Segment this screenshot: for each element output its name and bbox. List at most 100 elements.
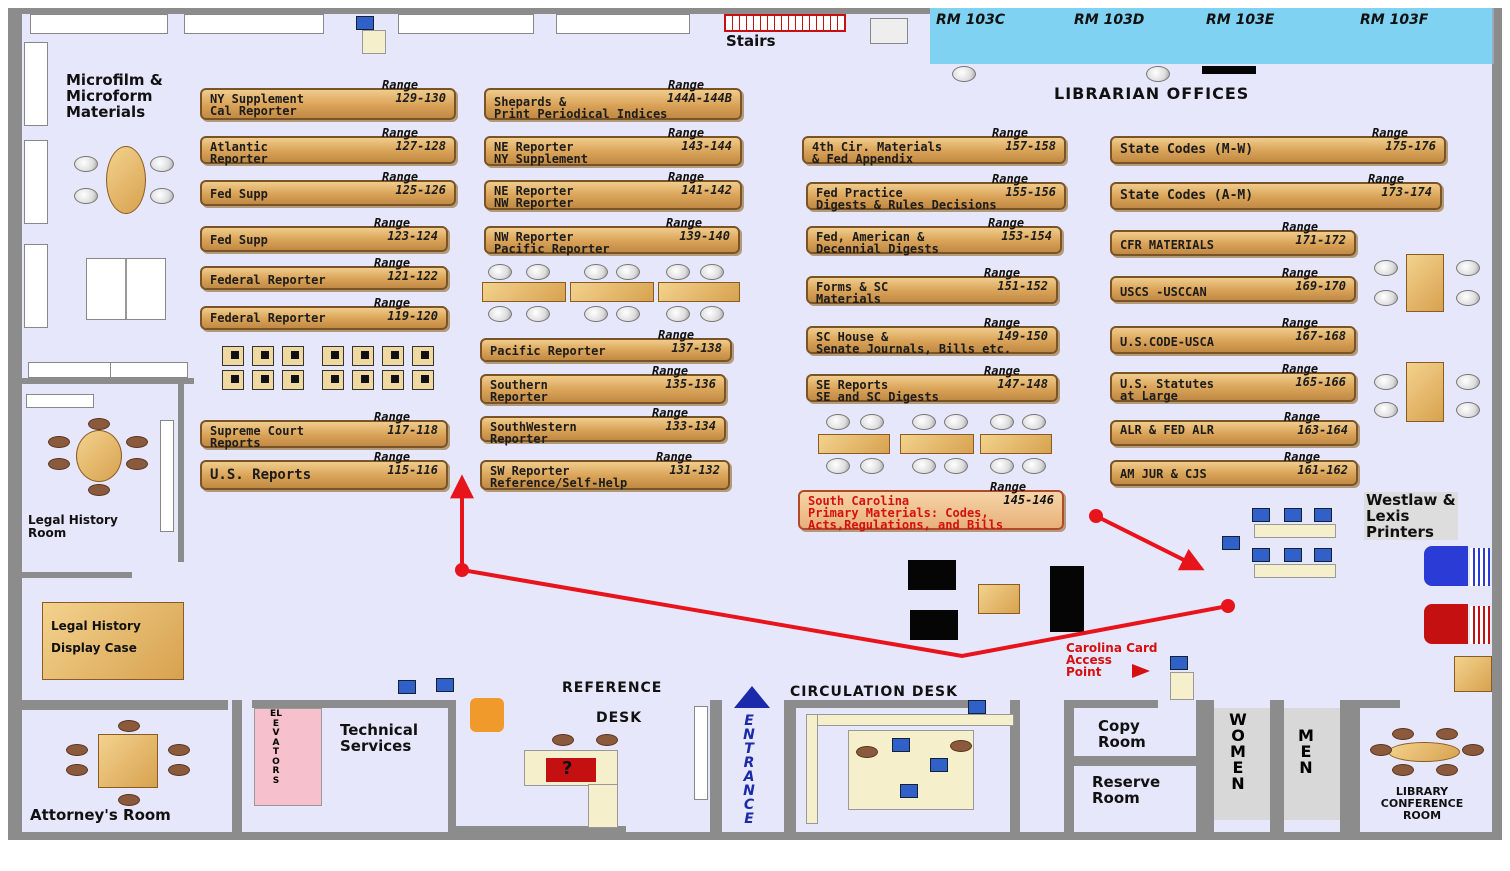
bottom-wall: [232, 700, 242, 840]
circulation-desk: [806, 714, 818, 824]
chair: [700, 264, 724, 280]
chair: [860, 458, 884, 474]
bottom-wall: [784, 700, 984, 708]
range-145-146[interactable]: South Carolina Primary Materials: Codes,…: [798, 490, 1064, 531]
chair: [856, 746, 878, 758]
bottom-wall: [252, 700, 454, 708]
printer-blue-tray: [1470, 548, 1490, 586]
computer-icon: [900, 784, 918, 798]
computer-icon: [892, 738, 910, 752]
chair: [126, 436, 148, 448]
microfilm-cabinet: [24, 244, 48, 328]
range-caption: Range: [1282, 220, 1319, 234]
range-caption: Range: [1282, 362, 1319, 376]
range-caption: Range: [984, 316, 1021, 330]
range-175-176[interactable]: State Codes (M-W)175-176: [1110, 136, 1446, 164]
womens-restroom[interactable]: [1214, 708, 1270, 820]
range-caption: Range: [984, 266, 1021, 280]
chair: [1392, 728, 1414, 740]
chair: [1392, 764, 1414, 776]
room-103d[interactable]: RM 103D: [1068, 8, 1202, 64]
library-conference-room-label: LIBRARY CONFERENCE ROOM: [1380, 785, 1464, 822]
attorney-table: [98, 734, 158, 788]
card-reader-computer-icon: [1170, 656, 1188, 670]
chair: [860, 414, 884, 430]
chair: [88, 484, 110, 496]
cabinet: [694, 706, 708, 800]
chair: [1022, 458, 1046, 474]
office-desk: [1202, 66, 1256, 74]
legal-history-wall: [22, 572, 132, 578]
elevators-label: ELEVATORS: [270, 709, 282, 786]
range-caption: Range: [1284, 410, 1321, 424]
sink-icon: [870, 18, 908, 44]
chair: [1462, 744, 1484, 756]
chair: [1374, 402, 1398, 418]
pointer-arrow-icon: [1132, 664, 1150, 678]
computer-icon: [436, 678, 454, 692]
wall-bottom: [8, 832, 1502, 840]
chair: [912, 458, 936, 474]
mens-restroom[interactable]: [1284, 708, 1340, 820]
bottom-wall: [1196, 700, 1214, 832]
range-173-174[interactable]: State Codes (A-M)173-174: [1110, 182, 1442, 210]
bottom-wall: [1074, 700, 1158, 708]
study-table: [482, 282, 566, 302]
room-103c[interactable]: RM 103C: [930, 8, 1070, 64]
chair: [596, 734, 618, 746]
chair: [584, 264, 608, 280]
chair: [1374, 260, 1398, 276]
chair: [584, 306, 608, 322]
room-103f[interactable]: RM 103F: [1354, 8, 1494, 64]
circulation-desk: [806, 714, 1014, 726]
chair: [48, 458, 70, 470]
computer-icon: [930, 758, 948, 772]
question-mark-icon: ?: [562, 758, 573, 779]
technical-services-label: Technical Services: [340, 721, 418, 755]
chair: [118, 794, 140, 806]
chair: [118, 720, 140, 732]
room-103e[interactable]: RM 103E: [1200, 8, 1356, 64]
elevators[interactable]: [254, 708, 322, 806]
help-question-box[interactable]: [546, 758, 596, 782]
wall-top: [8, 8, 1502, 14]
westlaw-lexis-printers-label: Westlaw & Lexis Printers: [1364, 491, 1458, 541]
attorney-room-label: Attorney's Room: [30, 806, 171, 824]
chair: [526, 306, 550, 322]
chair: [1456, 402, 1480, 418]
reference-desk-side: [588, 784, 618, 828]
chair: [168, 744, 190, 756]
reference-label: REFERENCE: [562, 680, 663, 696]
chair: [990, 458, 1014, 474]
range-149-150[interactable]: SC House & Senate Journals, Bills etc.14…: [806, 326, 1058, 355]
range-caption: Range: [382, 170, 419, 184]
bottom-wall: [1064, 700, 1074, 832]
